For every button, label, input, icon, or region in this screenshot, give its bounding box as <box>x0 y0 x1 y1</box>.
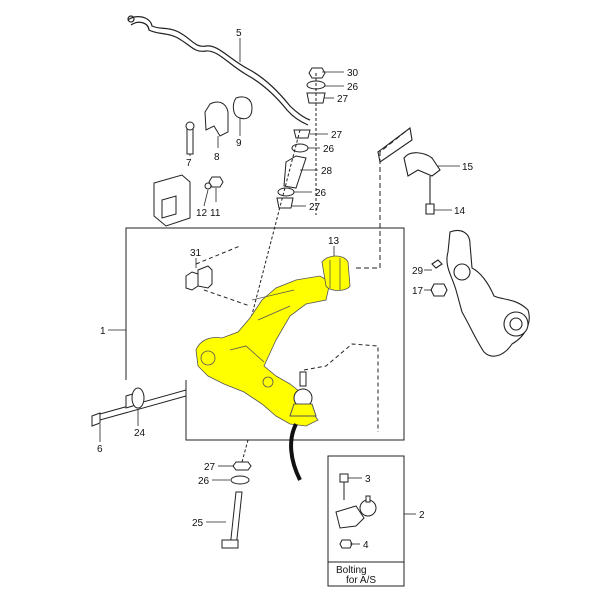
callout-9: 9 <box>236 138 242 149</box>
callout-27-bottom: 27 <box>204 462 216 473</box>
callout-30: 30 <box>347 68 359 79</box>
inset-note-line2: for A/S <box>346 575 376 586</box>
callout-24: 24 <box>134 428 146 439</box>
bushing-31 <box>185 245 251 307</box>
callout-26-mid: 26 <box>323 144 335 155</box>
callout-2: 2 <box>419 510 425 521</box>
callout-27-top: 27 <box>337 94 349 105</box>
callout-27-low: 27 <box>309 202 321 213</box>
callout-3: 3 <box>365 474 371 485</box>
assembly-outline <box>125 127 411 441</box>
callout-31: 31 <box>190 248 202 259</box>
callout-27-mid: 27 <box>331 130 343 141</box>
lower-bolt-stack <box>221 439 252 549</box>
callout-26-low: 26 <box>315 188 327 199</box>
callout-8: 8 <box>214 152 220 163</box>
steering-knuckle <box>377 127 530 357</box>
bolt-6-bushing-24 <box>91 387 187 427</box>
clamp-and-bushing <box>185 96 253 155</box>
inset-note-line1: Bolting <box>336 565 367 576</box>
callout-12: 12 <box>196 208 208 219</box>
inset-box <box>327 455 405 587</box>
lower-control-arm <box>195 255 351 427</box>
callout-6: 6 <box>97 444 103 455</box>
cable-line <box>289 423 302 481</box>
callout-7: 7 <box>186 158 192 169</box>
upper-stud-stack <box>306 67 326 215</box>
callout-26-bottom: 26 <box>198 476 210 487</box>
mount-bracket <box>153 174 224 227</box>
callout-5: 5 <box>236 28 242 39</box>
callout-1: 1 <box>100 326 106 337</box>
callout-17: 17 <box>412 286 424 297</box>
callout-28: 28 <box>321 166 333 177</box>
callout-26-top: 26 <box>347 82 359 93</box>
callout-4: 4 <box>363 540 369 551</box>
callout-29: 29 <box>412 266 424 277</box>
ball-joint <box>289 343 379 432</box>
callout-11: 11 <box>210 208 221 219</box>
callout-13: 13 <box>328 236 340 247</box>
callout-14: 14 <box>454 206 466 217</box>
callout-labels: 5 30 26 27 27 26 28 26 27 7 8 9 12 11 15… <box>97 28 474 551</box>
callout-25: 25 <box>192 518 204 529</box>
leader-lines <box>99 38 460 545</box>
link-stack <box>247 129 311 331</box>
callout-15: 15 <box>462 162 474 173</box>
stabilizer-bar <box>127 15 311 126</box>
